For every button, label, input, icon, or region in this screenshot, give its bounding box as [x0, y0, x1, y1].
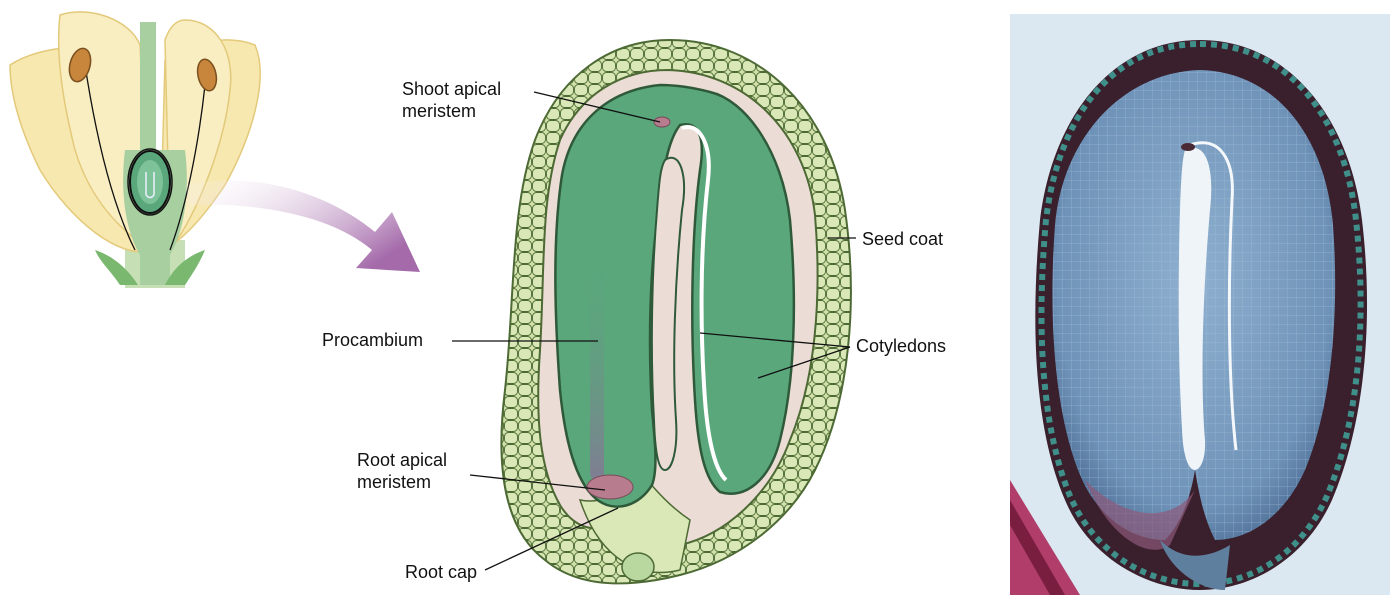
label-shoot-apical-meristem: Shoot apical meristem — [402, 79, 506, 121]
zoom-arrow — [185, 181, 420, 272]
label-root-cap: Root cap — [405, 562, 477, 582]
label-procambium: Procambium — [322, 330, 423, 350]
shoot-apical-meristem-mark — [654, 117, 670, 127]
flower-illustration — [10, 12, 260, 288]
label-root-apical-meristem: Root apical meristem — [357, 450, 452, 492]
vascular-bundle — [622, 553, 654, 581]
procambium-strand — [590, 250, 604, 480]
root-apical-meristem-mark — [587, 475, 633, 499]
label-cotyledons: Cotyledons — [856, 336, 946, 356]
seed-cross-section — [501, 40, 850, 583]
label-seed-coat: Seed coat — [862, 229, 943, 249]
embryo-micrograph — [1010, 14, 1390, 595]
